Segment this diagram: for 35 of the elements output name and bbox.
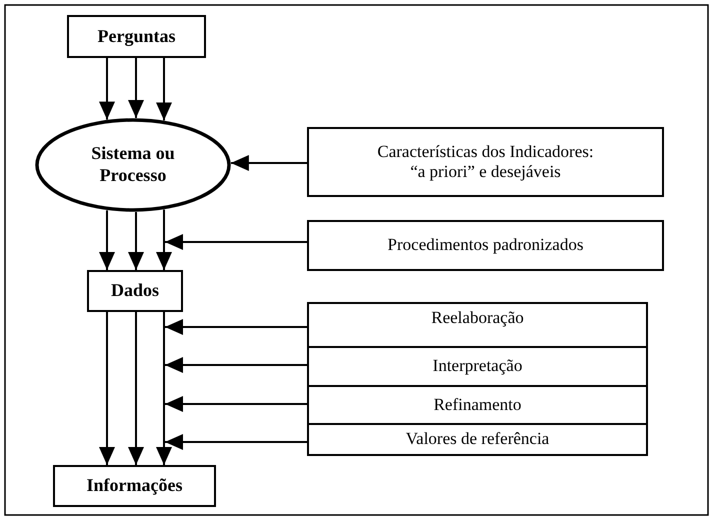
arrow xyxy=(99,312,115,465)
arrow xyxy=(128,212,144,270)
node-label: Refinamento xyxy=(434,394,522,416)
input-box xyxy=(307,127,664,197)
arrow xyxy=(156,210,172,270)
node-label: Informações xyxy=(86,475,182,497)
arrow xyxy=(128,312,144,465)
arrow xyxy=(156,58,172,120)
node-label: Características dos Indicadores: “a priori” e desejáveis xyxy=(376,142,595,182)
arrow xyxy=(99,210,115,270)
node-label: Reelaboração xyxy=(431,308,524,328)
process-ellipse xyxy=(35,118,231,212)
arrow xyxy=(165,319,307,335)
step-box xyxy=(307,302,648,348)
node-label: Interpretação xyxy=(432,356,522,377)
arrow xyxy=(165,434,307,450)
node-label: Valores de referência xyxy=(406,429,550,450)
step-box xyxy=(307,423,648,456)
arrow xyxy=(165,357,307,373)
input-box xyxy=(307,220,664,271)
arrow xyxy=(99,58,115,120)
node-label: Dados xyxy=(110,280,159,302)
step-box xyxy=(307,385,648,425)
step-box xyxy=(307,346,648,387)
data-box xyxy=(87,270,183,312)
arrow xyxy=(165,234,307,250)
node-label: Perguntas xyxy=(98,26,176,48)
node-label: Sistema ou Processo xyxy=(90,143,176,187)
question-box xyxy=(67,15,206,58)
arrow xyxy=(165,396,307,412)
arrow xyxy=(128,58,144,118)
output-box xyxy=(53,465,216,507)
arrow xyxy=(156,312,172,465)
node-label: Procedimentos padronizados xyxy=(388,235,584,256)
arrow xyxy=(230,155,307,171)
